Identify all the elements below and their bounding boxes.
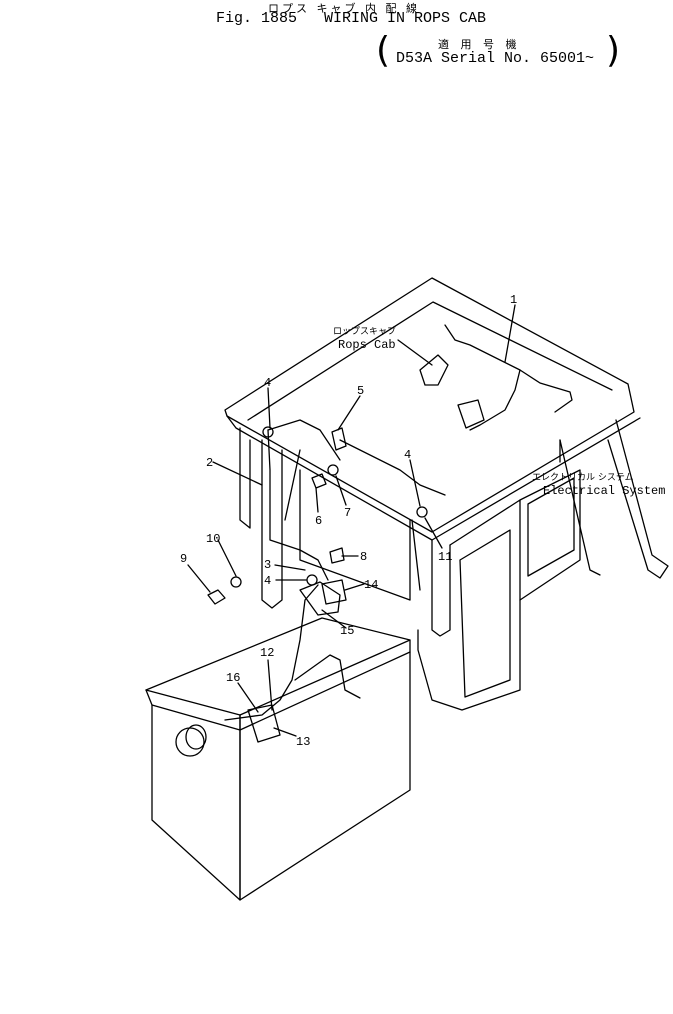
leader-10 — [217, 539, 237, 577]
cab-roof-front-edge — [226, 415, 641, 541]
cab-left-side — [261, 439, 283, 609]
screw-6 — [311, 473, 327, 489]
cab-right-leg-b — [559, 439, 601, 576]
label-1: 1 — [510, 293, 517, 307]
leader-5 — [337, 395, 361, 431]
electrical-system-label: Electrical System — [543, 484, 665, 498]
tank-edge — [151, 651, 411, 731]
leader-4a — [267, 387, 271, 429]
lower-connector — [299, 581, 341, 616]
leader-7 — [335, 475, 347, 506]
clamp-4c — [306, 574, 318, 586]
grommet-8 — [329, 547, 345, 564]
wiper-left — [284, 449, 301, 521]
bracket-5 — [331, 427, 347, 451]
tank-front — [145, 689, 241, 901]
roof-wire-left — [339, 439, 446, 496]
leader-16 — [237, 682, 259, 713]
cab-right-leg-a — [607, 419, 669, 579]
pillar-harness-down — [267, 429, 329, 581]
tank-cap-rim — [185, 724, 207, 750]
pillar-harness — [267, 419, 341, 461]
lower-harness — [224, 584, 319, 721]
open-paren: ( — [376, 30, 391, 71]
cab-right-pillar — [431, 539, 451, 637]
tank-cap — [175, 727, 205, 757]
label-10: 10 — [206, 532, 220, 546]
close-paren: ) — [606, 30, 621, 71]
cab-front-panel — [299, 469, 411, 601]
leader-3 — [274, 564, 306, 571]
roof-unit — [457, 399, 485, 429]
leader-9 — [187, 564, 211, 593]
label-9: 9 — [180, 552, 187, 566]
figure-title: Fig. 1885 WIRING IN ROPS CAB — [216, 10, 486, 27]
label-11: 11 — [438, 550, 452, 564]
roof-harness-branch — [469, 369, 521, 431]
label-8: 8 — [360, 550, 367, 564]
figure-caption: WIRING IN ROPS CAB — [324, 10, 487, 27]
rops-cab-label: Rops Cab — [338, 338, 396, 352]
cab-rear-window — [459, 529, 511, 698]
cab-right-door — [519, 469, 581, 601]
clamp-4b — [416, 506, 428, 518]
leader-11 — [424, 517, 443, 549]
tank-top — [145, 617, 411, 716]
serial-label-japanese: 適 用 号 機 — [438, 38, 521, 51]
label-14: 14 — [364, 578, 378, 592]
label-7: 7 — [344, 506, 351, 520]
label-16: 16 — [226, 671, 240, 685]
lower-harness-branch — [294, 654, 361, 699]
serial-range: D53A Serial No. 65001~ — [396, 50, 595, 67]
label-3: 3 — [264, 558, 271, 572]
title-japanese: ロプス キャブ 内 配 線 — [268, 2, 420, 15]
leader-6 — [315, 487, 319, 513]
label-4c: 4 — [264, 574, 271, 588]
label-13: 13 — [296, 735, 310, 749]
leader-1 — [504, 304, 516, 363]
relay-14 — [321, 579, 347, 605]
label-5: 5 — [357, 384, 364, 398]
label-4b: 4 — [404, 448, 411, 462]
cab-side-window — [527, 477, 575, 577]
label-2: 2 — [206, 456, 213, 470]
leader-4b — [409, 459, 421, 507]
label-15: 15 — [340, 624, 354, 638]
nut-7 — [327, 464, 339, 476]
wiper-right — [411, 519, 421, 591]
label-6: 6 — [315, 514, 322, 528]
leader-15 — [321, 609, 347, 629]
figure-number: Fig. 1885 — [216, 10, 298, 27]
electrical-system-label-jp: エレクトリカル システム — [532, 472, 634, 483]
leader-2 — [212, 461, 263, 486]
leader-13 — [273, 727, 297, 737]
label-12: 12 — [260, 646, 274, 660]
leader-12 — [267, 659, 273, 711]
washer-10 — [230, 576, 242, 588]
label-4a: 4 — [264, 376, 271, 390]
roof-lamp — [419, 354, 449, 386]
rops-cab-label-jp: ロップスキャブ — [333, 325, 396, 337]
tank-side — [239, 639, 411, 901]
lower-switch-box — [247, 704, 281, 743]
clamp-4a — [262, 426, 274, 438]
roof-harness — [444, 324, 573, 413]
leader-14 — [344, 583, 365, 591]
cab-roof-inner — [247, 301, 613, 421]
leader-rops-cab — [397, 339, 433, 366]
bolt-9 — [207, 589, 226, 605]
